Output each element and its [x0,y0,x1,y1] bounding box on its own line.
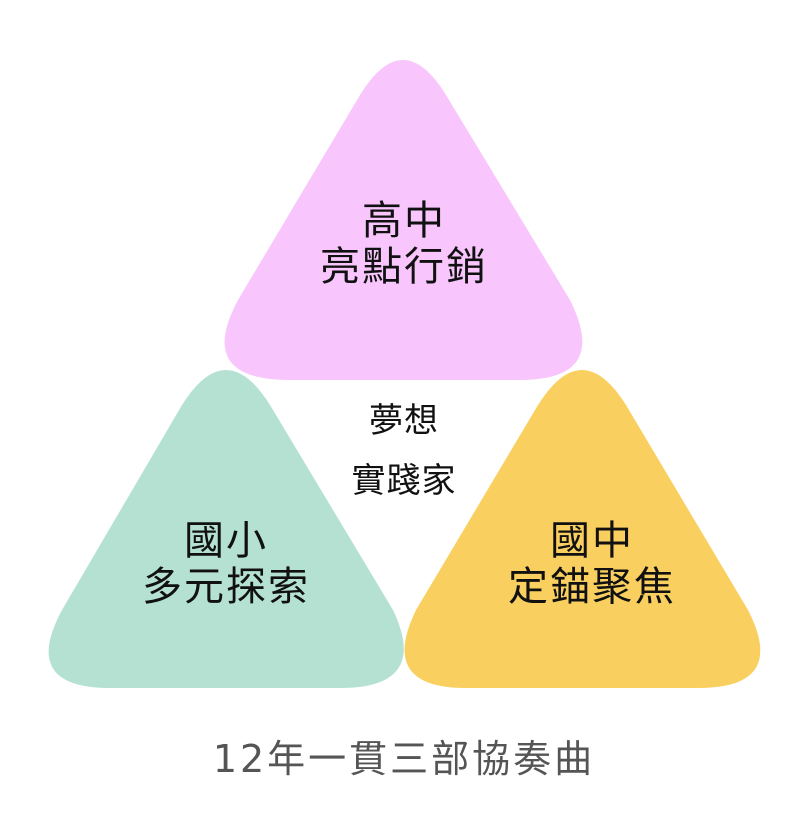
left-label-line2: 多元探索 [142,564,310,610]
right-label-line2: 定錨聚焦 [508,564,676,610]
diagram-caption: 12年一貫三部協奏曲 [212,737,596,781]
top-label-line2: 亮點行銷 [320,244,488,290]
right-label: 國中 定錨聚焦 [446,518,738,610]
center-label: 夢想 實踐家 [310,392,498,511]
top-label: 高中 亮點行銷 [258,198,550,290]
top-label-line1: 高中 [362,198,446,244]
center-label-line2: 實踐家 [351,460,457,501]
triangle-elementary [48,370,404,688]
left-label: 國小 多元探索 [80,518,372,610]
triangle-high-school [224,60,583,380]
center-label-line1: 夢想 [369,401,439,441]
right-label-line1: 國中 [550,518,634,564]
left-label-line1: 國小 [184,518,268,564]
triangle-junior-high [404,370,761,688]
